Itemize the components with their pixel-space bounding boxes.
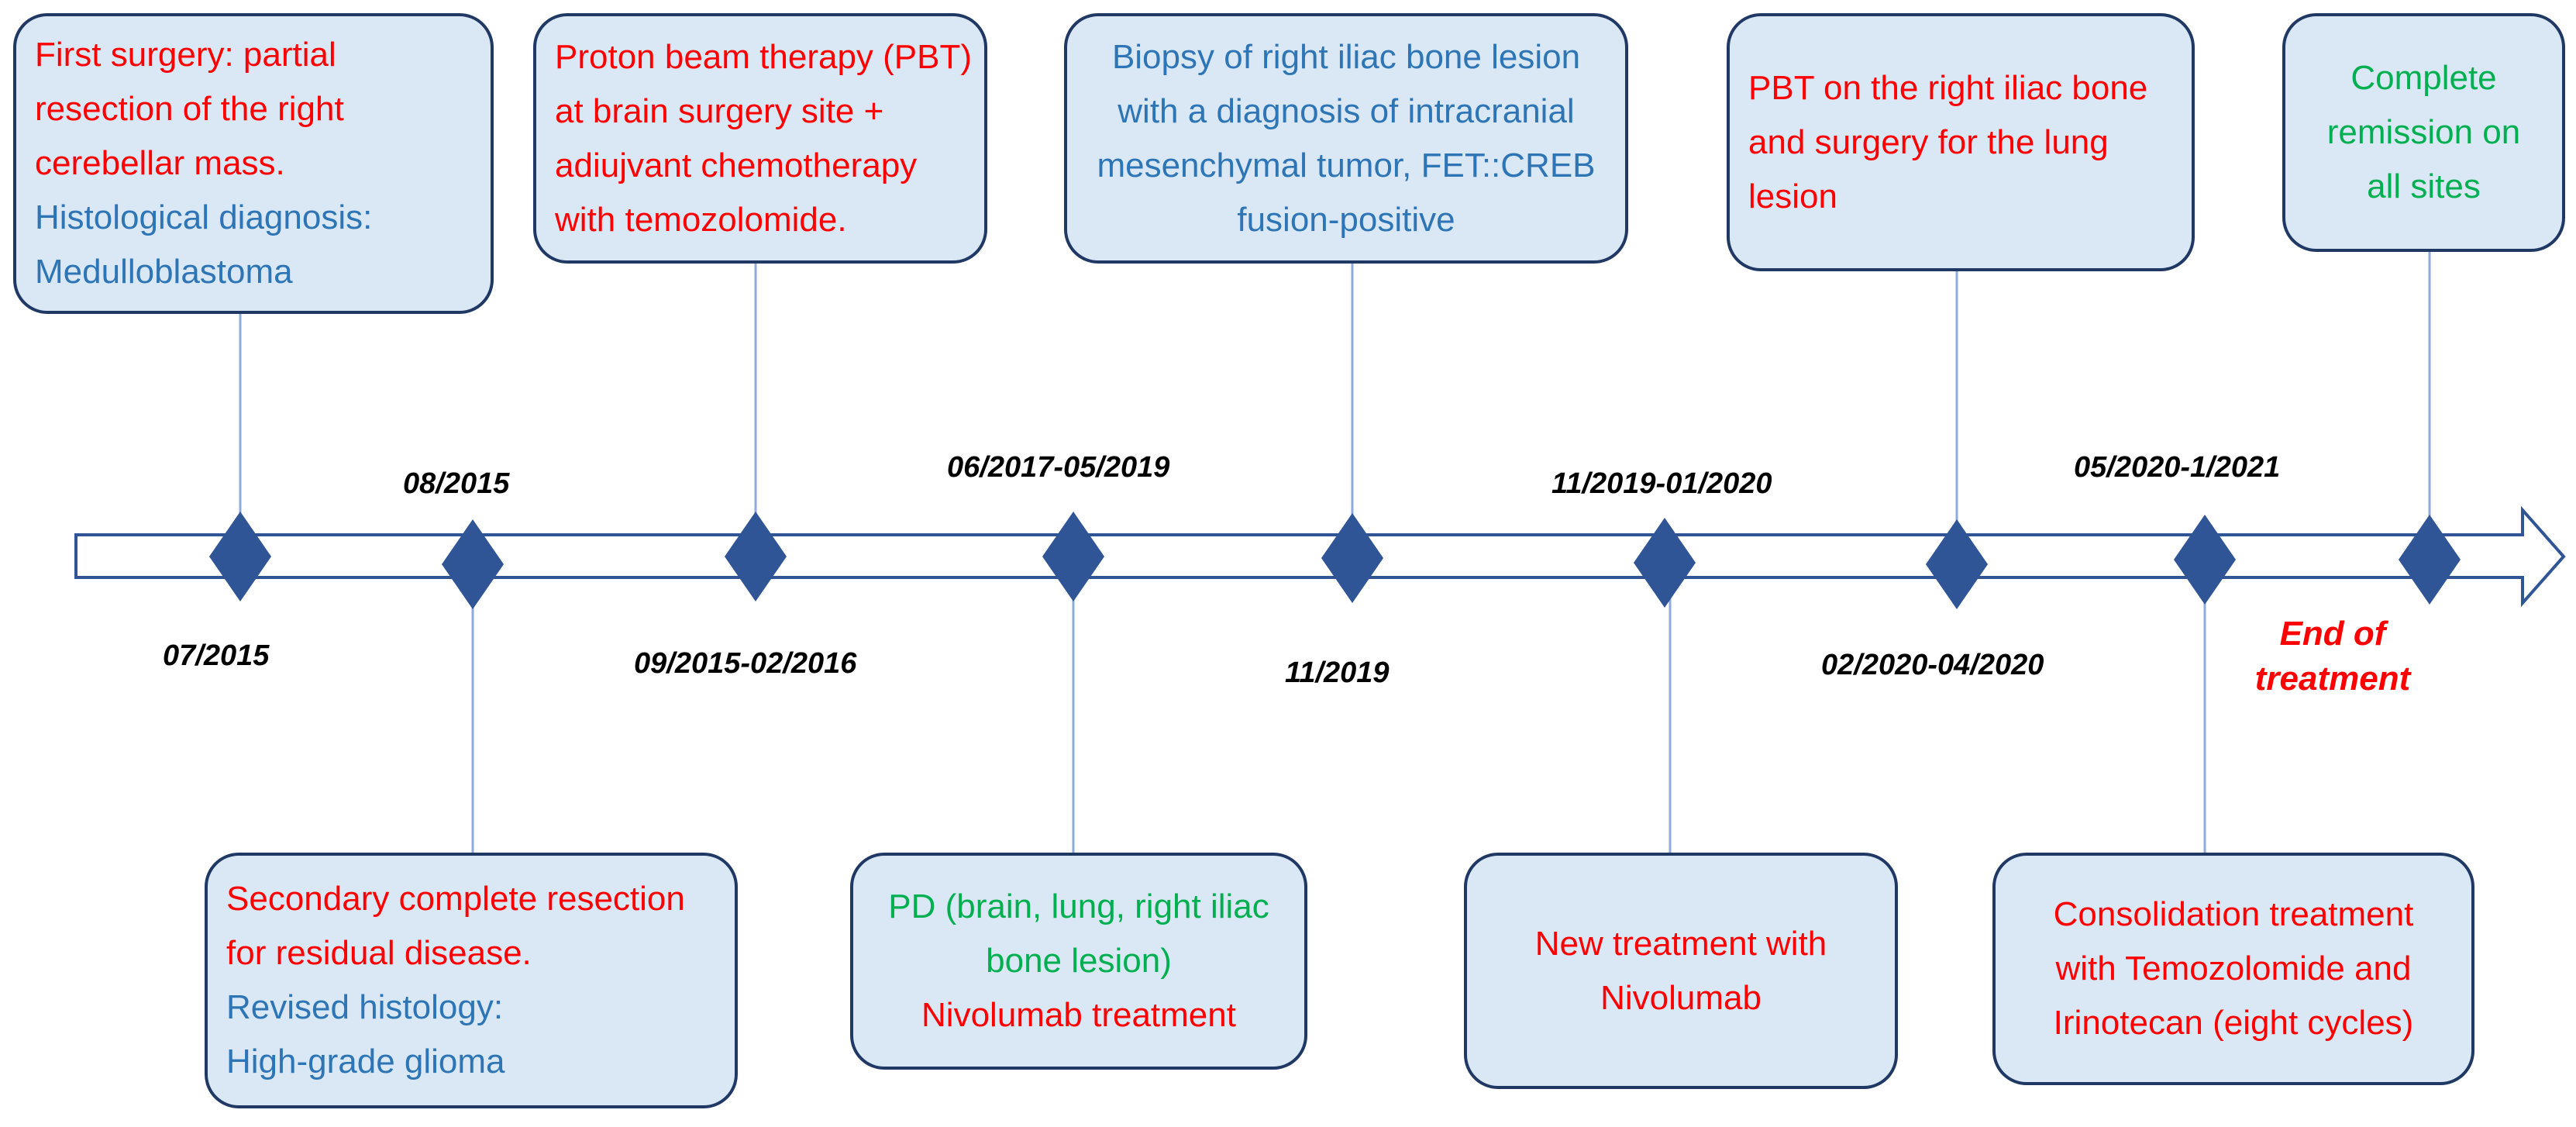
remission-line-1: Complete [2350, 59, 2497, 97]
date-label-11-2019: 11/2019 [1285, 657, 1390, 689]
box-proton-beam: Proton beam therapy (PBT) at brain surge… [533, 13, 987, 264]
pbt-iliac-line-3: lesion [1748, 177, 1837, 215]
date-label-07-2015: 07/2015 [163, 639, 270, 672]
pd-line-1: PD (brain, lung, right iliac [888, 887, 1269, 925]
date-label-05-2020-1-2021: 05/2020-1/2021 [2074, 451, 2281, 484]
diamond-02-2020 [1926, 519, 1988, 609]
date-label-08-2015: 08/2015 [403, 467, 510, 500]
pbt-iliac-line-1: PBT on the right iliac bone [1748, 68, 2148, 107]
biopsy-line-2: with a diagnosis of intracranial [1118, 91, 1575, 130]
box-pd: PD (brain, lung, right iliac bone lesion… [850, 853, 1307, 1070]
consolidation-line-2: with Temozolomide and [2055, 950, 2412, 987]
end-of-treatment-line-2: treatment [2254, 660, 2411, 698]
box-remission: Complete remission on all sites [2282, 13, 2565, 252]
nivolumab-line-2: Nivolumab [1600, 978, 1762, 1017]
box-biopsy: Biopsy of right iliac bone lesion with a… [1064, 13, 1628, 264]
diamond-08-2015 [442, 519, 504, 609]
pd-line-2: bone lesion) [986, 942, 1172, 980]
remission-line-3: all sites [2367, 167, 2481, 205]
first-surgery-line-2: resection of the right [35, 90, 344, 128]
proton-beam-line-3: adiujvant chemotherapy [555, 146, 918, 184]
pd-line-3: Nivolumab treatment [921, 996, 1236, 1034]
box-secondary-resection: Secondary complete resection for residua… [205, 853, 738, 1108]
proton-beam-line-4: with temozolomide. [555, 200, 847, 239]
diamond-06-2017 [1042, 512, 1104, 601]
biopsy-line-4: fusion-positive [1237, 200, 1455, 239]
first-surgery-line-4: Histological diagnosis: [35, 198, 373, 236]
connector-lines [239, 252, 2431, 853]
nivolumab-line-1: New treatment with [1534, 924, 1827, 963]
diamond-11-2019-01-2020 [1634, 518, 1696, 608]
consolidation-line-1: Consolidation treatment [2053, 895, 2414, 933]
consolidation-line-3: Irinotecan (eight cycles) [2053, 1004, 2414, 1042]
box-nivolumab: New treatment with Nivolumab [1464, 853, 1898, 1089]
diamond-07-2015 [209, 512, 271, 601]
secondary-resection-line-3: Revised histology: [226, 988, 504, 1026]
date-label-11-2019-01-2020: 11/2019-01/2020 [1551, 467, 1772, 500]
secondary-resection-line-2: for residual disease. [226, 934, 532, 972]
diamond-09-2015 [725, 512, 787, 601]
secondary-resection-line-4: High-grade glioma [226, 1043, 505, 1080]
box-first-surgery: First surgery: partial resection of the … [13, 13, 494, 314]
proton-beam-line-1: Proton beam therapy (PBT) [555, 37, 973, 76]
box-pbt-iliac: PBT on the right iliac bone and surgery … [1727, 13, 2195, 271]
proton-beam-line-2: at brain surgery site + [555, 91, 884, 130]
biopsy-line-1: Biopsy of right iliac bone lesion [1111, 37, 1581, 76]
timeline-diamonds [209, 512, 2461, 609]
biopsy-line-3: mesenchymal tumor, FET::CREB [1097, 146, 1596, 184]
diamond-05-2020 [2174, 515, 2236, 605]
pbt-iliac-line-2: and surgery for the lung [1748, 122, 2109, 161]
date-label-02-2020-04-2020: 02/2020-04/2020 [1821, 649, 2044, 681]
diamond-end [2399, 515, 2461, 605]
box-consolidation: Consolidation treatment with Temozolomid… [1992, 853, 2474, 1085]
end-of-treatment-label: End of treatment [2228, 612, 2437, 701]
remission-line-2: remission on [2326, 113, 2521, 151]
first-surgery-line-5: Medulloblastoma [35, 253, 293, 291]
date-label-09-2015-02-2016: 09/2015-02/2016 [634, 647, 857, 680]
first-surgery-line-3: cerebellar mass. [35, 144, 285, 182]
diamond-11-2019 [1321, 513, 1383, 603]
secondary-resection-line-1: Secondary complete resection [226, 880, 685, 918]
first-surgery-line-1: First surgery: partial [35, 36, 336, 74]
end-of-treatment-line-1: End of [2279, 615, 2386, 653]
date-label-06-2017-05-2019: 06/2017-05/2019 [947, 451, 1170, 484]
